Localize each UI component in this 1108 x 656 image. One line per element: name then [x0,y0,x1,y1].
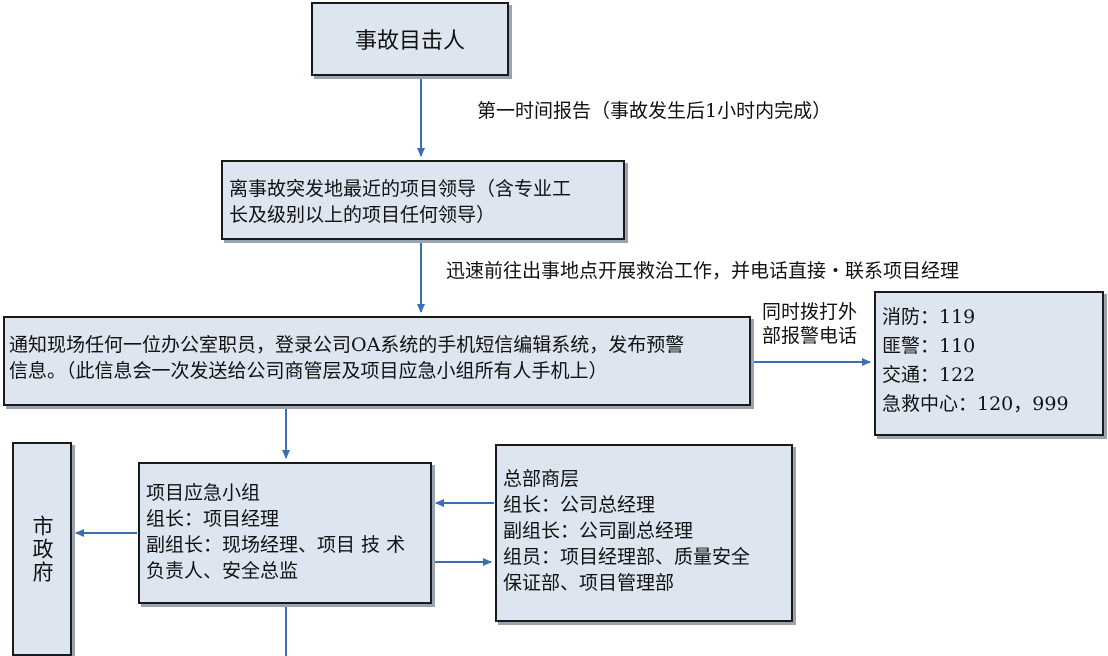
team-leader: 组长：项目经理 [146,508,280,530]
city-label: 市政府 [30,514,54,584]
hq-members: 组员：项目经理部、质量安全 [503,546,751,568]
witness-label: 事故目击人 [354,29,465,54]
external-call-line-2: 部报警电话 [762,325,858,347]
team-deputy: 副组长：现场经理、项目 技 术 [146,534,406,556]
external-call-label: 同时拨打外 部报警电话 [762,300,857,348]
witness-box: 事故目击人 [311,2,509,76]
first-report-label: 第一时间报告（事故发生后1小时内完成） [477,100,832,122]
team-title: 项目应急小组 [146,482,261,504]
hq-title: 总部商层 [503,468,580,490]
hq-leader: 组长：公司总经理 [503,494,656,516]
hq-members-cont: 保证部、项目管理部 [503,572,675,594]
alarm-police: 匪警：110 [882,335,976,357]
leader-line-2: 长及级别以上的项目任何领导） [229,204,496,226]
alarm-numbers-box: 消防：119 匪警：110 交通：122 急救中心：120，999 [874,291,1104,436]
headquarters-box: 总部商层 组长：公司总经理 副组长：公司副总经理 组员：项目经理部、质量安全 保… [495,444,793,622]
rush-label: 迅速前往出事地点开展救治工作，并电话直接・联系项目经理 [446,260,960,282]
hq-deputy: 副组长：公司副总经理 [503,520,694,542]
notify-line-1: 通知现场任何一位办公室职员，登录公司OA系统的手机短信编辑系统，发布预警 [9,334,685,356]
notify-staff-box: 通知现场任何一位办公室职员，登录公司OA系统的手机短信编辑系统，发布预警 信息。… [3,316,751,406]
project-emergency-team-box: 项目应急小组 组长：项目经理 副组长：现场经理、项目 技 术 负责人、安全总监 [138,462,432,604]
nearest-leader-box: 离事故突发地最近的项目领导（含专业工 长及级别以上的项目任何领导） [221,160,625,240]
alarm-emergency: 急救中心：120，999 [882,393,1069,415]
alarm-fire: 消防：119 [882,306,976,328]
external-call-line-1: 同时拨打外 [762,301,858,323]
team-deputy-cont: 负责人、安全总监 [146,560,299,582]
notify-line-2: 信息。（此信息会一次发送给公司商管层及项目应急小组所有人手机上） [9,360,608,382]
leader-line-1: 离事故突发地最近的项目领导（含专业工 [229,178,572,200]
city-government-box: 市政府 [12,442,72,656]
alarm-traffic: 交通：122 [882,364,976,386]
